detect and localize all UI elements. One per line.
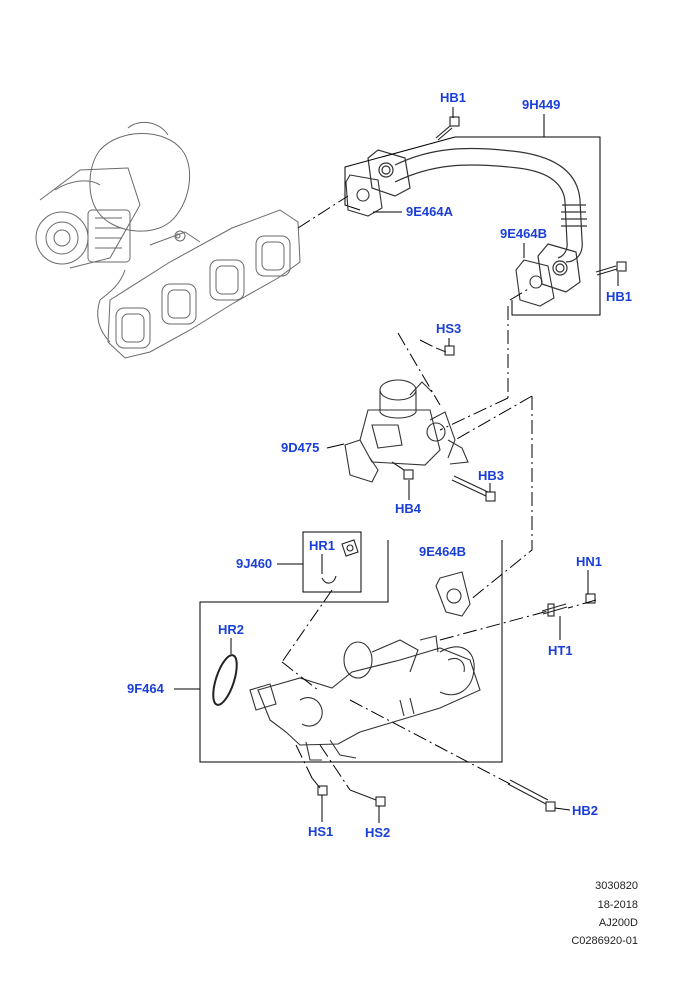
callout-9e464b-top: 9E464B <box>500 226 547 241</box>
bolt-hs3-illustration <box>435 345 455 356</box>
bolt-hb1-top-illustration <box>435 116 460 141</box>
reference-line-4: C0286920-01 <box>571 935 638 947</box>
callout-9h449: 9H449 <box>522 97 560 112</box>
egr-valve-illustration <box>344 379 469 483</box>
callout-hs2: HS2 <box>365 825 390 840</box>
frame-9f464 <box>199 540 503 763</box>
bolt-hs2-illustration <box>349 789 386 807</box>
callout-9e464b-mid: 9E464B <box>419 544 466 559</box>
reference-line-3: AJ200D <box>598 917 638 929</box>
sensor-9j460-illustration <box>321 539 359 584</box>
callout-9e464a: 9E464A <box>406 204 454 219</box>
reference-line-2: 18-2018 <box>597 899 638 911</box>
o-ring-hr2-illustration <box>212 654 238 706</box>
callout-9f464: 9F464 <box>127 681 165 696</box>
bolt-hs1-illustration <box>311 777 328 796</box>
callout-hb4: HB4 <box>395 501 422 516</box>
bolt-ht1-illustration <box>541 603 568 617</box>
egr-tube-illustration <box>367 147 587 293</box>
frame-9j460 <box>302 531 362 593</box>
callout-hb2: HB2 <box>572 803 598 818</box>
bolt-hb1-right-illustration <box>595 261 627 276</box>
callout-9d475: 9D475 <box>281 440 319 455</box>
gasket-9e464b-mid <box>435 571 471 617</box>
callout-hs1: HS1 <box>308 824 333 839</box>
callout-hb1-top: HB1 <box>440 90 466 105</box>
bolt-hb2-illustration <box>507 779 556 812</box>
frame-9h449-left <box>344 136 456 211</box>
frame-9h449 <box>455 136 601 316</box>
egr-cooler-illustration <box>249 635 481 761</box>
callout-ht1: HT1 <box>548 643 573 658</box>
callout-hs3: HS3 <box>436 321 461 336</box>
callout-hr1: HR1 <box>309 538 335 553</box>
assembly-centerlines <box>281 195 597 791</box>
callout-hb3: HB3 <box>478 468 504 483</box>
callout-hb1-right: HB1 <box>606 289 632 304</box>
turbocharger-manifold-illustration <box>35 121 301 359</box>
leader-lines <box>174 107 619 823</box>
gasket-9e464a <box>345 174 383 217</box>
bolt-hb4-illustration <box>391 461 414 480</box>
callout-9j460: 9J460 <box>236 556 272 571</box>
reference-line-1: 3030820 <box>595 880 638 892</box>
gasket-9e464b-top <box>515 259 555 307</box>
nut-hn1-illustration <box>585 593 596 604</box>
callout-hr2: HR2 <box>218 622 244 637</box>
callout-hn1: HN1 <box>576 554 602 569</box>
